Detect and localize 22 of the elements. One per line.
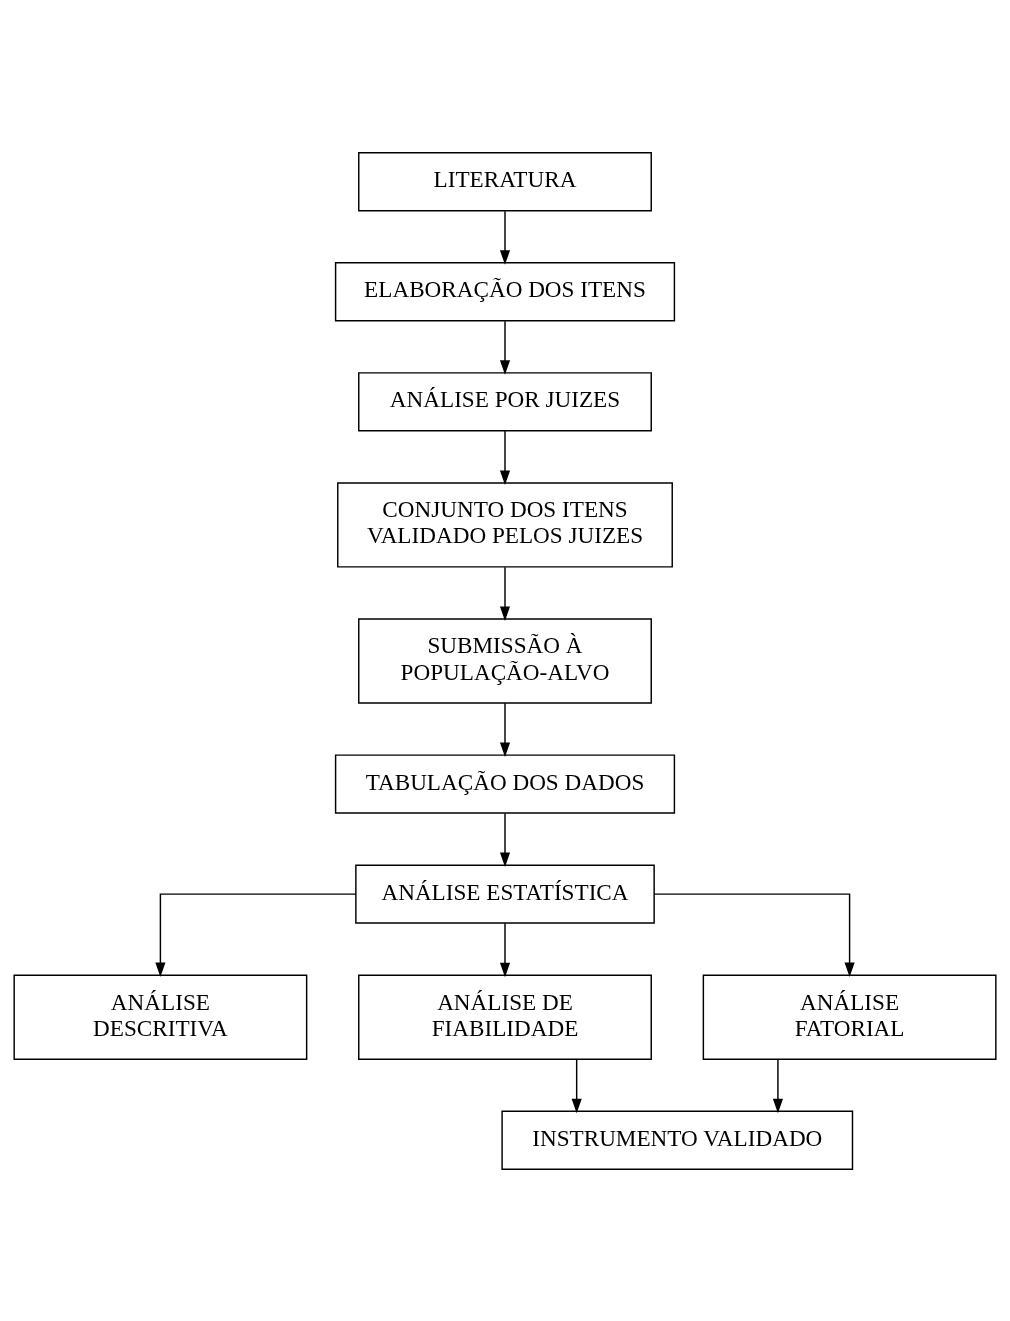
arrow: [499, 812, 511, 867]
node-box: ANÁLISE DESCRITIVA: [13, 973, 308, 1060]
node-box: SUBMISSÃO À POPULAÇÃO-ALVO: [358, 617, 652, 704]
node-box: ANÁLISE FATORIAL: [702, 973, 997, 1060]
arrow: [571, 1058, 582, 1113]
node-box: TABULAÇÃO DOS DADOS: [334, 753, 676, 814]
node-box: ELABORAÇÃO DOS ITENS: [334, 261, 676, 321]
arrow: [499, 702, 511, 757]
arrow: [155, 892, 357, 977]
node-box: ANÁLISE ESTATÍSTICA: [355, 863, 655, 924]
node-box: ANÁLISE DE FIABILIDADE: [358, 973, 652, 1060]
arrow: [772, 1058, 783, 1113]
arrow: [499, 566, 511, 621]
node-box: CONJUNTO DOS ITENS VALIDADO PELOS JUIZES: [337, 481, 673, 568]
arrow: [653, 892, 855, 977]
node-box: INSTRUMENTO VALIDADO: [501, 1110, 854, 1170]
arrow: [499, 210, 511, 265]
node-box: LITERATURA: [358, 151, 652, 211]
arrow: [499, 429, 511, 485]
node-box: ANÁLISE POR JUIZES: [358, 371, 652, 431]
arrow: [499, 922, 511, 977]
arrow: [499, 320, 511, 375]
